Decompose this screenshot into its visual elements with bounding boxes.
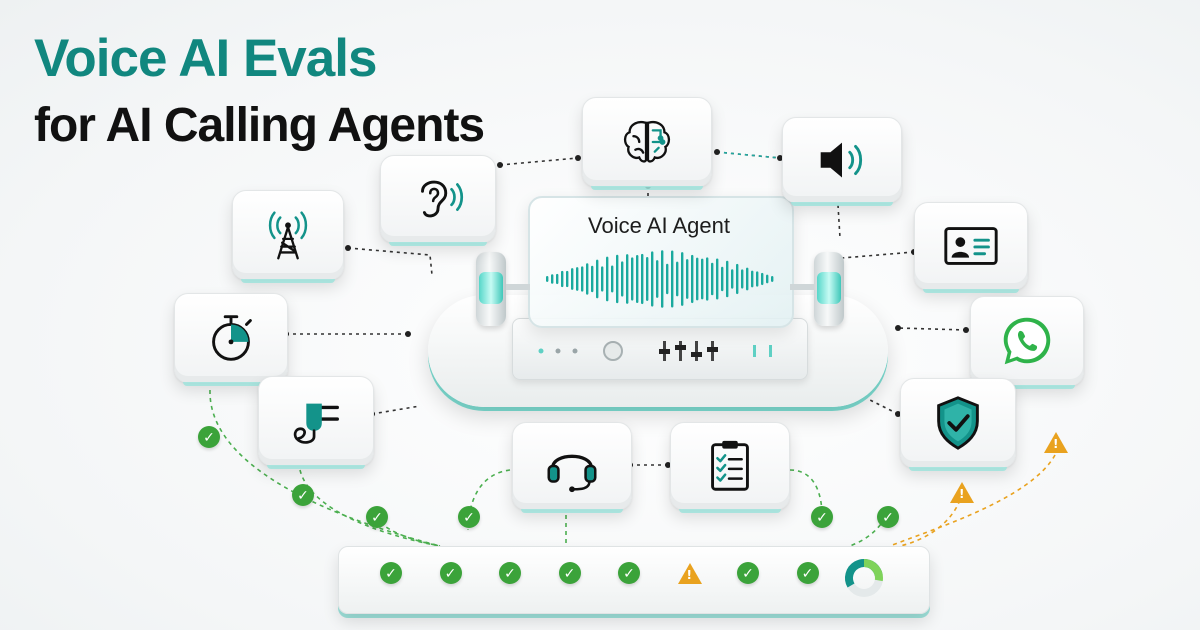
waveform-bar [581,266,584,292]
result-warning-icon: ! [677,563,702,584]
waveform-bar [711,262,714,296]
node-shield [900,378,1016,471]
headset-icon [547,454,597,493]
waveform-bar [661,250,664,308]
waveform-bar [546,276,549,282]
waveform-bar [626,254,629,304]
waveform-bar [636,254,639,304]
waveform-bar [651,251,654,307]
waveform-bar [596,259,599,299]
result-check-icon: ✓ [439,562,462,584]
warning-icon: ! [950,482,974,503]
waveform-bar [561,270,564,288]
waveform-bar [721,266,724,292]
waveform-bar [631,257,634,301]
check-icon: ✓ [292,484,314,506]
waveform-bar [551,274,554,284]
waveform-bar [731,269,734,289]
node-whatsapp [970,296,1084,389]
main-title: Voice AI Evals [34,29,377,88]
left-cylinder [476,252,506,326]
node-tower [232,190,344,283]
node-id-card [914,202,1028,293]
waveform-bar [691,254,694,304]
id-card-icon [944,227,998,265]
waveform-bar [601,266,604,292]
result-check-icon: ✓ [558,562,581,584]
whatsapp-icon [1003,317,1051,365]
warning-icon: ! [1044,432,1068,453]
waveform-bar [671,250,674,308]
node-plug [258,376,374,469]
node-stopwatch [174,293,288,386]
waveform-bar [771,276,774,282]
right-cylinder [814,252,844,326]
waveform-bar [746,267,749,291]
waveform-bar [616,254,619,304]
ear-icon [421,180,464,218]
brain-icon [623,121,671,163]
waveform-bar [571,268,574,290]
check-icon: ✓ [877,506,899,528]
check-icon: ✓ [811,506,833,528]
waveform-bar [606,256,609,302]
waveform-bar [686,259,689,299]
waveform-bar [761,272,764,286]
result-check-icon: ✓ [499,562,521,584]
node-ear [380,155,496,246]
check-icon: ✓ [458,506,480,528]
audio-waveform [546,250,774,308]
waveform-bar [666,263,669,295]
hub-title: Voice AI Agent [588,213,730,238]
waveform-bar [751,270,754,288]
waveform-bar [681,252,684,306]
waveform-bar [611,265,614,293]
waveform-bar [756,271,759,287]
waveform-bar [766,274,769,284]
waveform-bar [586,263,589,295]
waveform-bar [641,253,644,305]
waveform-bar [741,269,744,289]
node-headset [512,422,632,513]
node-brain [582,97,712,190]
check-icon: ✓ [198,426,220,448]
node-clipboard [670,422,790,513]
sub-title: for AI Calling Agents [34,99,485,152]
stopwatch-icon [212,315,252,361]
console-controls [538,341,772,361]
speaker-icon [820,142,863,178]
signal-tower-icon [268,211,308,260]
waveform-bar [656,260,659,298]
waveform-bar [716,258,719,300]
waveform-bar [621,261,624,297]
right-connector [790,284,814,290]
result-check-icon: ✓ [380,562,402,584]
result-check-icon: ✓ [618,562,640,584]
waveform-bar [706,257,709,301]
waveform-bar [701,258,704,300]
power-plug-icon [293,403,339,444]
node-speaker [782,117,902,206]
waveform-bar [696,257,699,301]
donut-progress-icon [845,559,883,597]
result-check-icon: ✓ [737,562,759,584]
waveform-bar [566,270,569,288]
waveform-bar [726,260,729,298]
check-icon: ✓ [366,506,388,528]
waveform-bar [736,263,739,295]
waveform-bar [676,261,679,297]
waveform-bar [556,273,559,285]
result-check-icon: ✓ [796,562,819,584]
waveform-bar [646,257,649,301]
waveform-bar [591,265,594,293]
waveform-bar [576,267,579,291]
left-connector [506,284,530,290]
clipboard-checklist-icon [711,440,749,491]
shield-check-icon [937,396,979,450]
